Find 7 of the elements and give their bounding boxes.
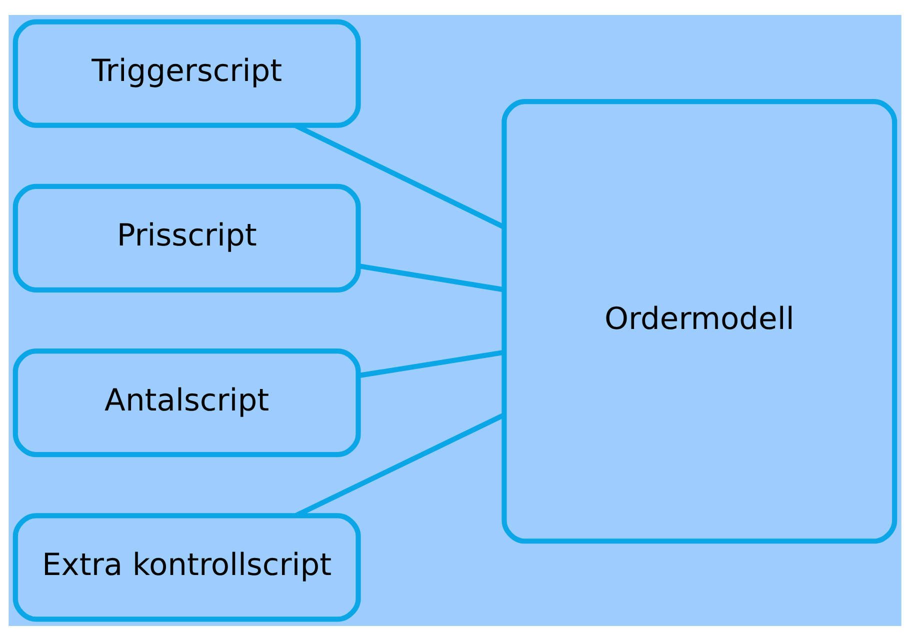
node-box: Prisscript xyxy=(12,184,361,292)
node-box: Ordermodell xyxy=(502,99,898,544)
connector xyxy=(358,263,504,292)
node-box: Extra kontrollscript xyxy=(12,513,361,622)
connector xyxy=(358,350,504,378)
node-box: Antalscript xyxy=(12,348,361,458)
node-box: Triggerscript xyxy=(12,19,361,128)
